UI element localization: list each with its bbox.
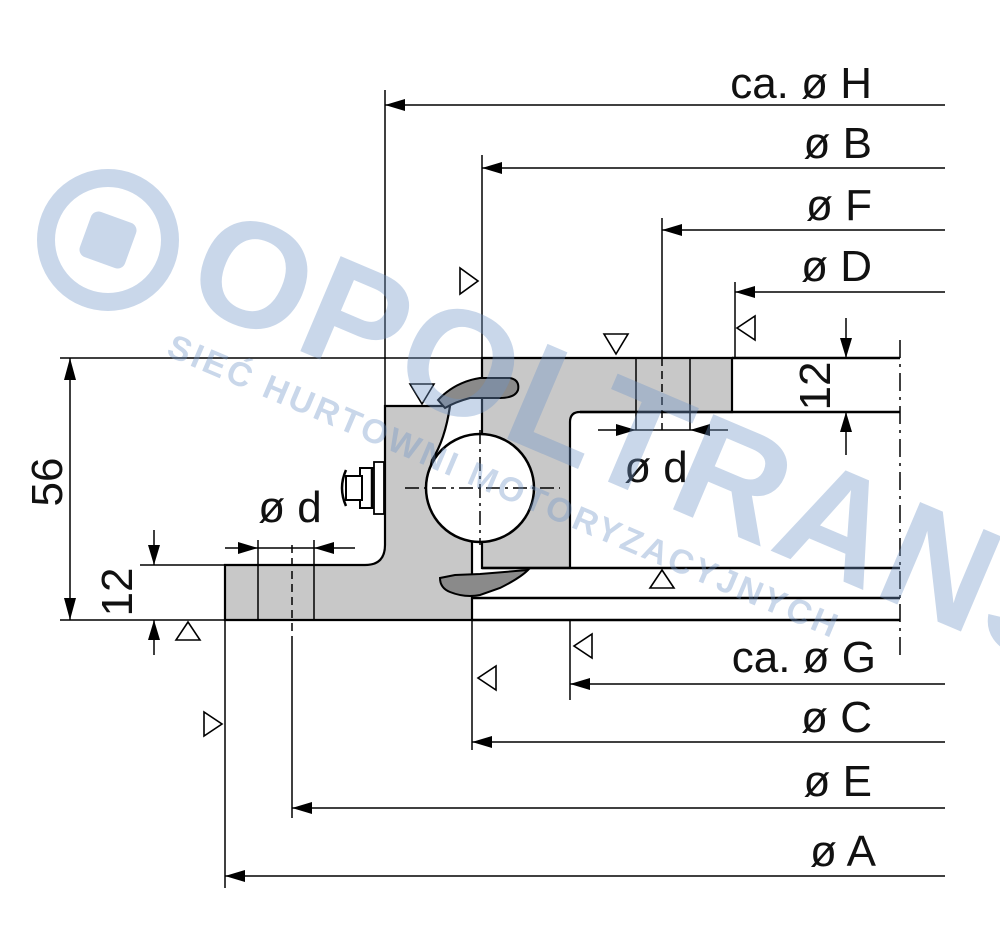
dim-label-flange-inner: 12 <box>791 362 840 411</box>
dim-label-flange-outer: 12 <box>93 568 142 617</box>
dim-label-d-inner: ø d <box>624 443 688 492</box>
reference-mark-icon <box>735 314 756 342</box>
reference-mark-icon <box>203 710 224 738</box>
dim-label-A: ø A <box>810 827 877 876</box>
reference-mark-icon <box>459 266 480 296</box>
dim-label-height: 56 <box>23 458 72 507</box>
dim-label-B: ø B <box>804 119 872 168</box>
reference-mark-icon <box>572 632 593 660</box>
reference-mark-icon <box>476 664 497 692</box>
reference-mark-icon <box>174 620 202 641</box>
grease-nipple-icon <box>340 461 385 515</box>
dim-label-C: ø C <box>801 693 872 742</box>
reference-mark-icon <box>602 333 630 356</box>
reference-mark-icon <box>648 568 676 589</box>
dim-label-H: ca. ø H <box>730 59 872 108</box>
lower-seal <box>438 568 531 597</box>
dim-label-d-outer: ø d <box>258 483 322 532</box>
watermark-logo-icon <box>37 169 179 311</box>
dim-label-F: ø F <box>806 181 872 230</box>
dim-label-D: ø D <box>801 242 872 291</box>
dim-label-E: ø E <box>804 757 872 806</box>
upper-seal <box>436 377 520 410</box>
reference-mark-icon <box>408 383 436 406</box>
dim-label-G: ca. ø G <box>732 633 876 682</box>
